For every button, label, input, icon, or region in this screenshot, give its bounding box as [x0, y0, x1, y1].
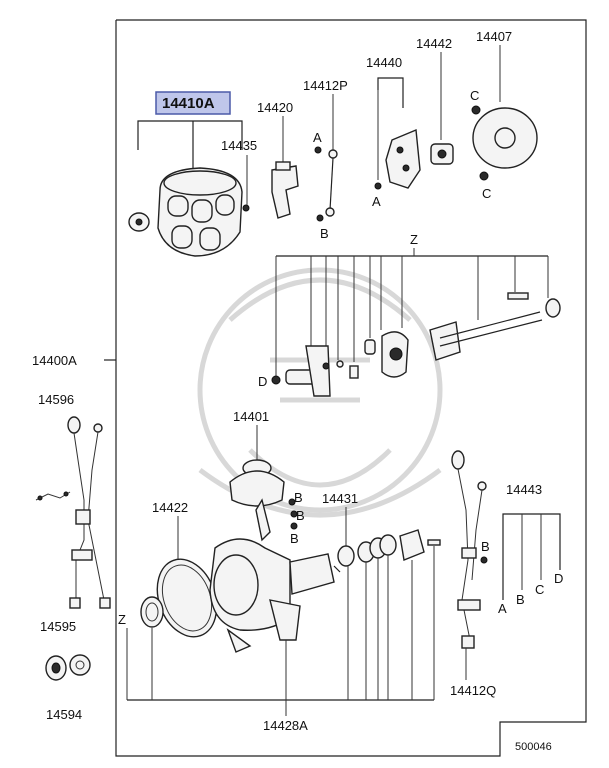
letter-z-bottom: Z: [118, 612, 126, 627]
letter-z-top: Z: [410, 232, 418, 247]
letter-a-rod: A: [313, 130, 322, 145]
part-label-seal[interactable]: 14594: [46, 707, 82, 722]
frame: [104, 19, 587, 757]
part-label-rotor[interactable]: 14420: [257, 100, 293, 115]
part-label-disc[interactable]: 14407: [476, 29, 512, 44]
part-label-clip[interactable]: 14435: [221, 138, 257, 153]
vacuum-advance-drawing: [229, 459, 298, 542]
left-harness-drawing: [35, 416, 111, 609]
part-label-plate[interactable]: 14440: [366, 55, 402, 70]
letter-c-set: C: [535, 582, 544, 597]
washers-drawing: [337, 529, 441, 567]
part-label-harness-left[interactable]: 14596: [38, 392, 74, 407]
rod-drawing: [314, 146, 338, 222]
z-drop-lines: [275, 256, 549, 376]
distributor-cap-drawing: [128, 167, 250, 257]
governor-shaft-drawing: [271, 292, 561, 397]
part-label-assembly[interactable]: 14400A: [32, 353, 77, 368]
pickup-drawing: [430, 143, 454, 165]
part-label-set[interactable]: 14443: [506, 482, 542, 497]
disc-drawing: [471, 105, 538, 181]
letter-a-plate: A: [372, 194, 381, 209]
part-label-vacuum[interactable]: 14401: [233, 409, 269, 424]
part-label-oring[interactable]: 14422: [152, 500, 188, 515]
letter-c-disc-bottom: C: [482, 186, 491, 201]
right-harness-drawing: [451, 450, 488, 649]
part-label-grommet[interactable]: 14595: [40, 619, 76, 634]
part-label-rod[interactable]: 14412P: [303, 78, 348, 93]
letter-c-disc-top: C: [470, 88, 479, 103]
housing-drop-lines: [151, 546, 435, 700]
plate-bracket: [377, 77, 404, 108]
cap-bracket: [137, 120, 243, 150]
letter-a-set: A: [498, 601, 507, 616]
letter-b-harness: B: [481, 539, 490, 554]
letter-b-rod: B: [320, 226, 329, 241]
rotor-drawing: [271, 161, 299, 219]
letter-b-set: B: [516, 592, 525, 607]
plate-drawing: [374, 128, 421, 190]
part-label-harness-right[interactable]: 14412Q: [450, 683, 496, 698]
grommet-drawing: [45, 654, 91, 681]
letter-b-vacuum-1: B: [294, 490, 303, 505]
housing-drawing: [140, 538, 341, 653]
part-label-pickup[interactable]: 14442: [416, 36, 452, 51]
letter-d-shaft: D: [258, 374, 267, 389]
part-label-cap-highlight[interactable]: 14410A: [155, 91, 231, 115]
set-bracket: [502, 513, 561, 600]
part-label-housing[interactable]: 14428A: [263, 718, 308, 733]
letter-d-set: D: [554, 571, 563, 586]
part-label-washer[interactable]: 14431: [322, 491, 358, 506]
letter-b-vacuum-2: B: [296, 508, 305, 523]
diagram-code: 500046: [515, 741, 552, 753]
letter-b-vacuum-3: B: [290, 531, 299, 546]
part-label-cap[interactable]: 14410A: [162, 95, 215, 112]
